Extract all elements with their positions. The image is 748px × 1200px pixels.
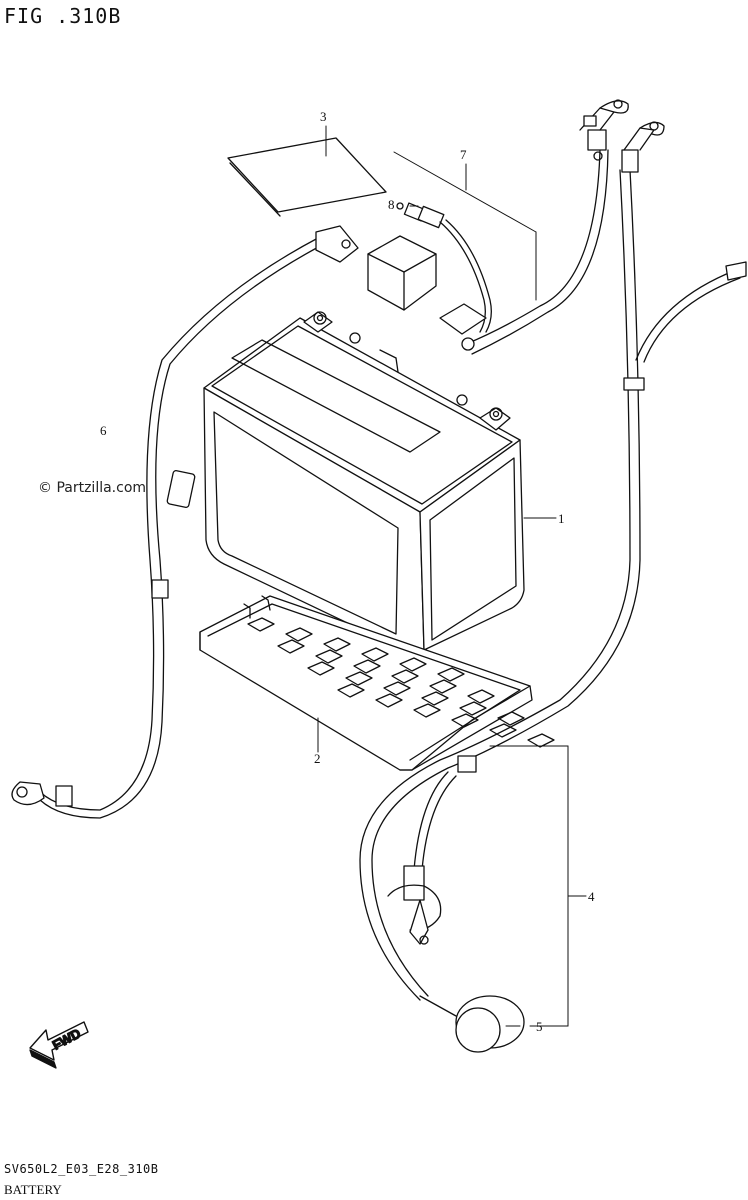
fuse: [396, 202, 492, 333]
watermark: © Partzilla.com: [38, 480, 147, 496]
negative-lead-harness: [359, 121, 747, 1001]
battery-label-sheet: [227, 137, 387, 217]
tray-slot: [497, 711, 525, 726]
tray-slot: [353, 659, 381, 674]
callout-cover: 5: [536, 1019, 543, 1034]
tray-slots: [247, 617, 555, 748]
terminal-cap: [419, 995, 525, 1053]
tray-slot: [489, 723, 517, 738]
tray-slot: [345, 671, 373, 686]
tray-slot: [437, 667, 465, 682]
tray-slot: [459, 701, 487, 716]
callout-tray: 2: [314, 751, 321, 766]
tray-slot: [391, 669, 419, 684]
tray-slot: [429, 679, 457, 694]
figure-title: FIG .310B: [4, 4, 122, 28]
tray-slot: [383, 681, 411, 696]
callout-lead-wire: 6: [100, 423, 107, 438]
tray-slot: [467, 689, 495, 704]
leader-lines: [317, 125, 587, 1027]
tray-slot: [307, 661, 335, 676]
callout-fuse: 8: [388, 197, 395, 212]
battery-negative-terminal: [303, 311, 333, 333]
terminal-cover: [367, 235, 437, 311]
tray-slot: [323, 637, 351, 652]
tray-slot: [277, 639, 305, 654]
tray-slot: [285, 627, 313, 642]
positive-cable: [439, 99, 629, 355]
callout-positive-cable: 7: [460, 147, 467, 162]
tray-slot: [413, 703, 441, 718]
tray-slot: [451, 713, 479, 728]
diagram-caption: BATTERY: [4, 1182, 62, 1197]
callout-negative-cable: 4: [588, 889, 595, 904]
tray-slot: [337, 683, 365, 698]
forward-direction-arrow: FWD: [29, 1021, 89, 1069]
tray-slot: [421, 691, 449, 706]
tray-slot: [247, 617, 275, 632]
fwd-label: FWD: [50, 1026, 83, 1053]
battery-tray: [199, 595, 533, 771]
battery-positive-terminal: [479, 407, 511, 431]
tray-slot: [315, 649, 343, 664]
tray-slot: [399, 657, 427, 672]
callout-battery: 1: [558, 511, 565, 526]
callout-label-sheet: 3: [320, 109, 327, 124]
tray-slot: [361, 647, 389, 662]
lead-wire: [11, 225, 359, 819]
battery: [203, 311, 525, 654]
diagram-code: SV650L2_E03_E28_310B: [4, 1162, 159, 1176]
tray-slot: [375, 693, 403, 708]
tray-slot: [527, 733, 555, 748]
